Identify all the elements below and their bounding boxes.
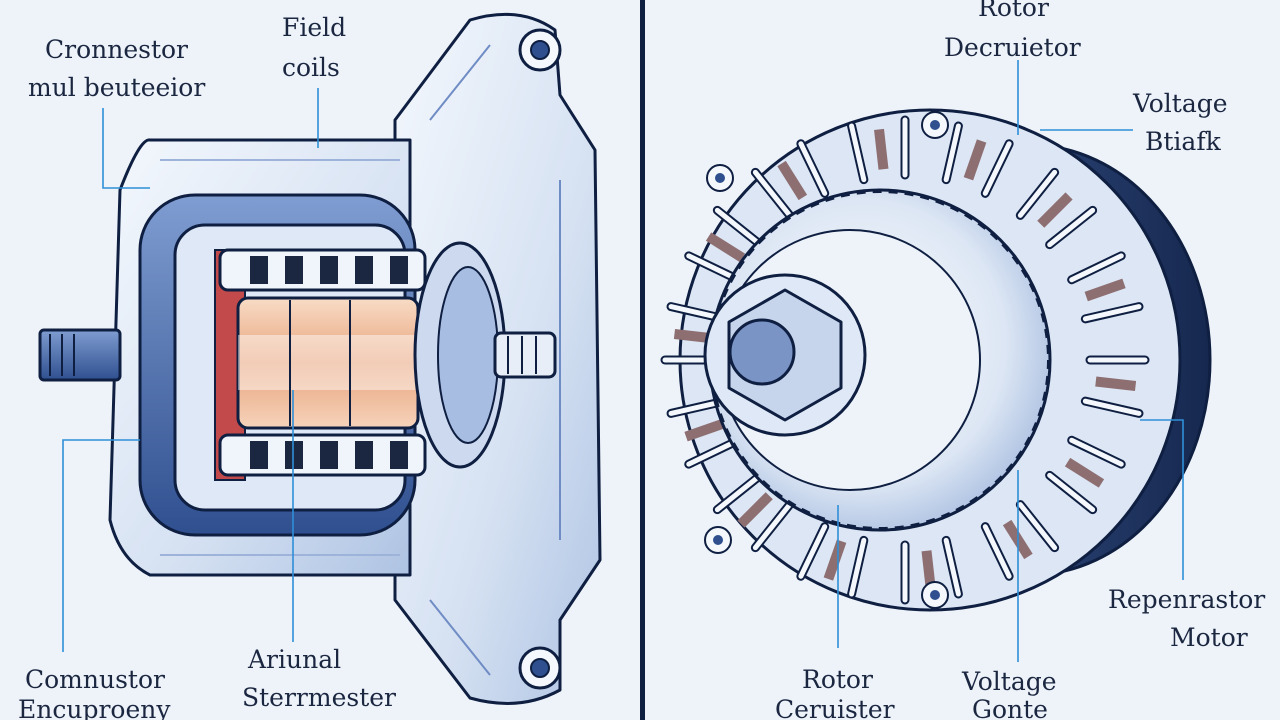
winding-visible <box>737 492 773 528</box>
cooling-fins <box>660 115 1150 605</box>
cooling-fin-highlight <box>714 207 763 248</box>
winding-visible <box>777 160 808 201</box>
winding-visible <box>874 128 889 170</box>
label-rotor-bottom-line2: Ceruister <box>775 695 895 720</box>
flange-bolt-top <box>518 28 562 72</box>
label-commutator-line1: Comnustor <box>25 665 165 694</box>
cooling-fin-highlight <box>752 502 793 551</box>
cutaway-alternator <box>38 12 602 705</box>
input-shaft <box>38 328 122 382</box>
callout-labels: Cronnestor mul beuteeior Field coils Com… <box>18 0 1265 720</box>
panel-divider <box>640 0 645 720</box>
rotor-bolt <box>493 331 557 379</box>
cooling-fin-highlight <box>1069 437 1124 467</box>
cooling-fin-highlight <box>1017 169 1058 218</box>
cooling-fin-highlight <box>943 537 961 597</box>
label-voltage-bottom-line2: Gonte <box>972 695 1048 720</box>
cooling-fin-highlight <box>752 169 793 218</box>
cooling-fin-highlight <box>686 437 741 467</box>
cooling-fin-highlight <box>798 524 828 579</box>
label-field-line1: Field <box>282 13 346 42</box>
cooling-fin-highlight <box>982 141 1012 196</box>
cooling-fin-highlight <box>1082 398 1142 416</box>
cooling-fin-highlight <box>1017 502 1058 551</box>
mount-screw-4 <box>921 581 949 609</box>
label-armature-line2: Sterrmester <box>242 683 396 712</box>
cooling-fin-highlight <box>798 141 828 196</box>
label-voltage-bottom-line1: Voltage <box>961 667 1057 696</box>
mount-screw-1 <box>706 164 734 192</box>
label-regulator-line1: Repenrastor <box>1108 585 1265 614</box>
label-voltage-top-line2: Btiafk <box>1145 127 1222 156</box>
cooling-fin-highlight <box>714 472 763 513</box>
label-regulator-line2: Motor <box>1170 623 1248 652</box>
mount-screw-3 <box>704 526 732 554</box>
leader-lines <box>62 60 1184 662</box>
label-voltage-top-line1: Voltage <box>1132 89 1228 118</box>
winding-visible <box>1064 457 1105 488</box>
winding-visible <box>684 418 726 442</box>
winding-visible <box>963 139 987 181</box>
cooling-fin-highlight <box>943 123 961 183</box>
label-field-line2: coils <box>282 53 340 82</box>
cooling-fin-highlight <box>686 253 741 283</box>
winding-visible <box>1084 278 1126 302</box>
label-connector-line1: Cronnestor <box>45 35 188 64</box>
cooling-fin-highlight <box>1082 304 1142 322</box>
mount-screw-2 <box>921 111 949 139</box>
label-rotor-top-line2: Decruietor <box>944 33 1081 62</box>
label-connector-line2: mul beuteeior <box>28 73 205 102</box>
field-coil-band-top <box>218 248 427 292</box>
shaft-end <box>728 318 796 386</box>
winding-visible <box>823 539 847 581</box>
cooling-fin-highlight <box>1047 207 1096 248</box>
label-commutator-line2: Encuproeny <box>18 695 171 720</box>
cooling-fin-highlight <box>982 524 1012 579</box>
copper-rotor <box>236 296 420 430</box>
cooling-fin-highlight <box>1069 253 1124 283</box>
cooling-fin-highlight <box>849 537 867 597</box>
assembled-alternator <box>660 108 1212 612</box>
winding-visible <box>705 232 746 263</box>
winding-visible <box>1037 192 1073 228</box>
label-rotor-top-line1: Rotor <box>978 0 1049 22</box>
cooling-fin-highlight <box>849 123 867 183</box>
flange-bolt-bottom <box>518 646 562 690</box>
winding-visible <box>1095 376 1137 391</box>
field-coil-band-bottom <box>218 433 427 477</box>
label-rotor-bottom-line1: Rotor <box>802 665 873 694</box>
label-armature-line1: Ariunal <box>247 645 341 674</box>
cooling-fin-highlight <box>1047 472 1096 513</box>
end-disc <box>413 241 507 469</box>
